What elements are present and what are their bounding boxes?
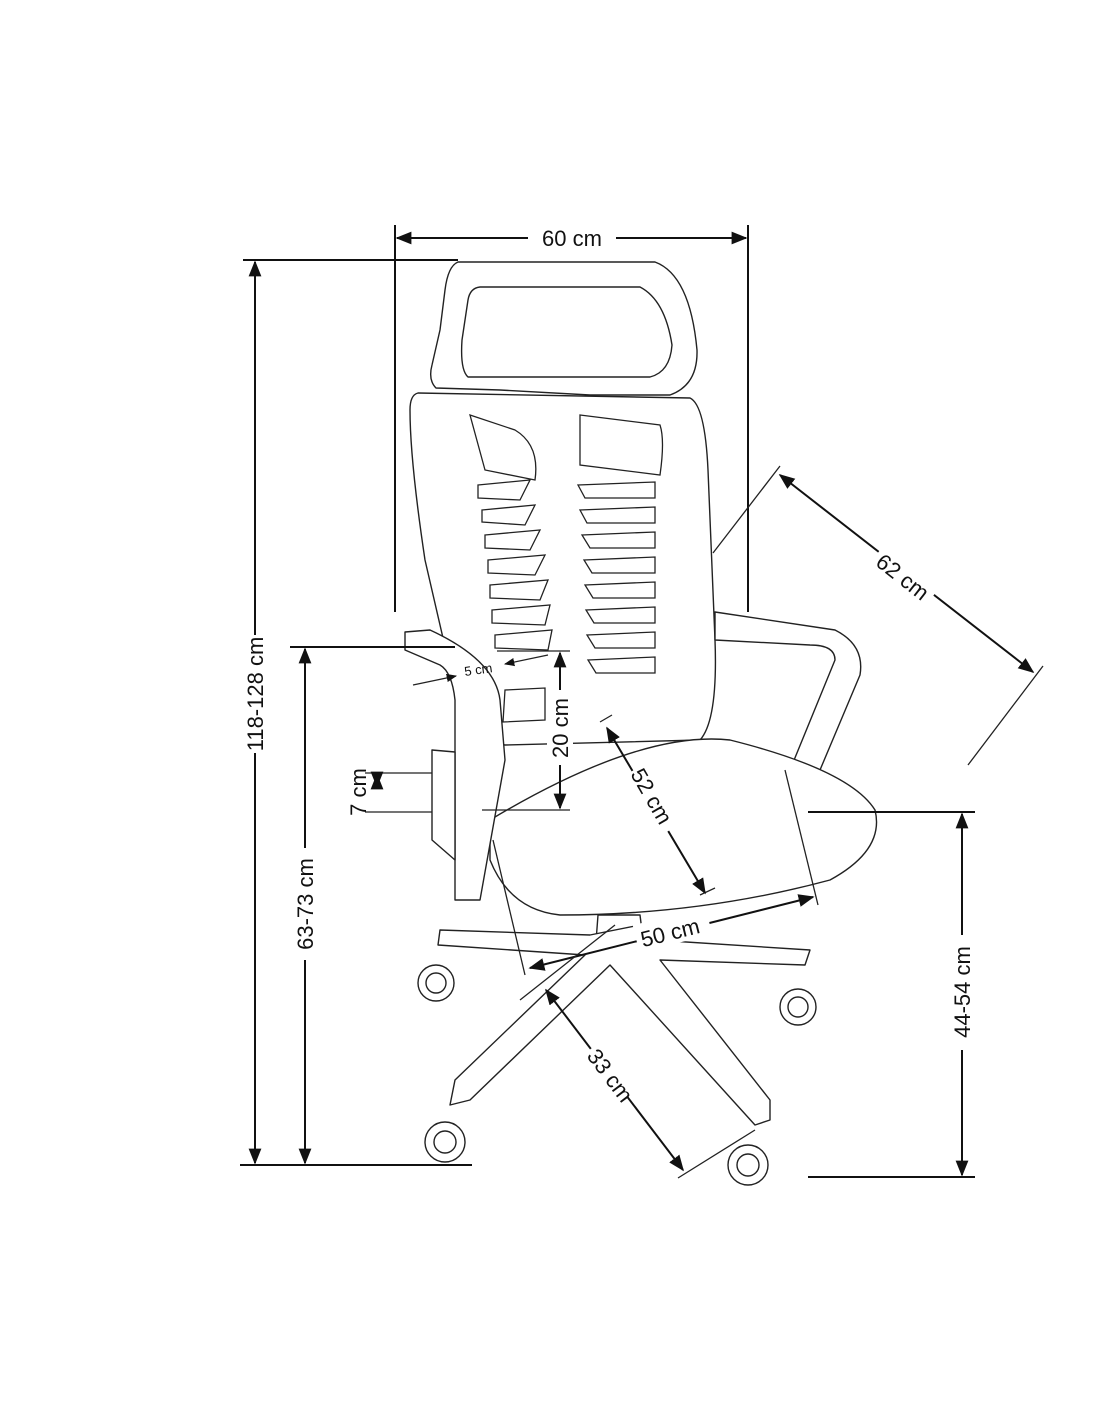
casters: [417, 964, 817, 1186]
dimension-depth: 62 cm: [712, 465, 1044, 766]
headrest-mesh: [460, 286, 673, 378]
dimension-armrest-to-seat: 20 cm: [482, 650, 573, 811]
dimension-armrest-width: 5 cm: [412, 654, 549, 686]
chair-illustration: [404, 261, 878, 1186]
armrest-support: [431, 749, 456, 861]
dimension-seat-height: 44-54 cm: [808, 811, 975, 1178]
armrest-width-label: 5 cm: [463, 660, 493, 679]
armrest-adjust-label: 7 cm: [346, 768, 371, 816]
dimension-armrest-height: 63-73 cm: [290, 646, 455, 1165]
backrest-slats: [469, 413, 664, 723]
dimension-total-height: 118-128 cm: [240, 259, 472, 1166]
armrest-height-label: 63-73 cm: [293, 858, 318, 950]
seat-height-label: 44-54 cm: [950, 946, 975, 1038]
dimension-width: 60 cm: [394, 224, 749, 612]
width-label: 60 cm: [542, 226, 602, 251]
total-height-label: 118-128 cm: [243, 637, 268, 752]
dimension-armrest-adjust: 7 cm: [346, 768, 432, 816]
armrest-to-seat-label: 20 cm: [548, 698, 573, 758]
